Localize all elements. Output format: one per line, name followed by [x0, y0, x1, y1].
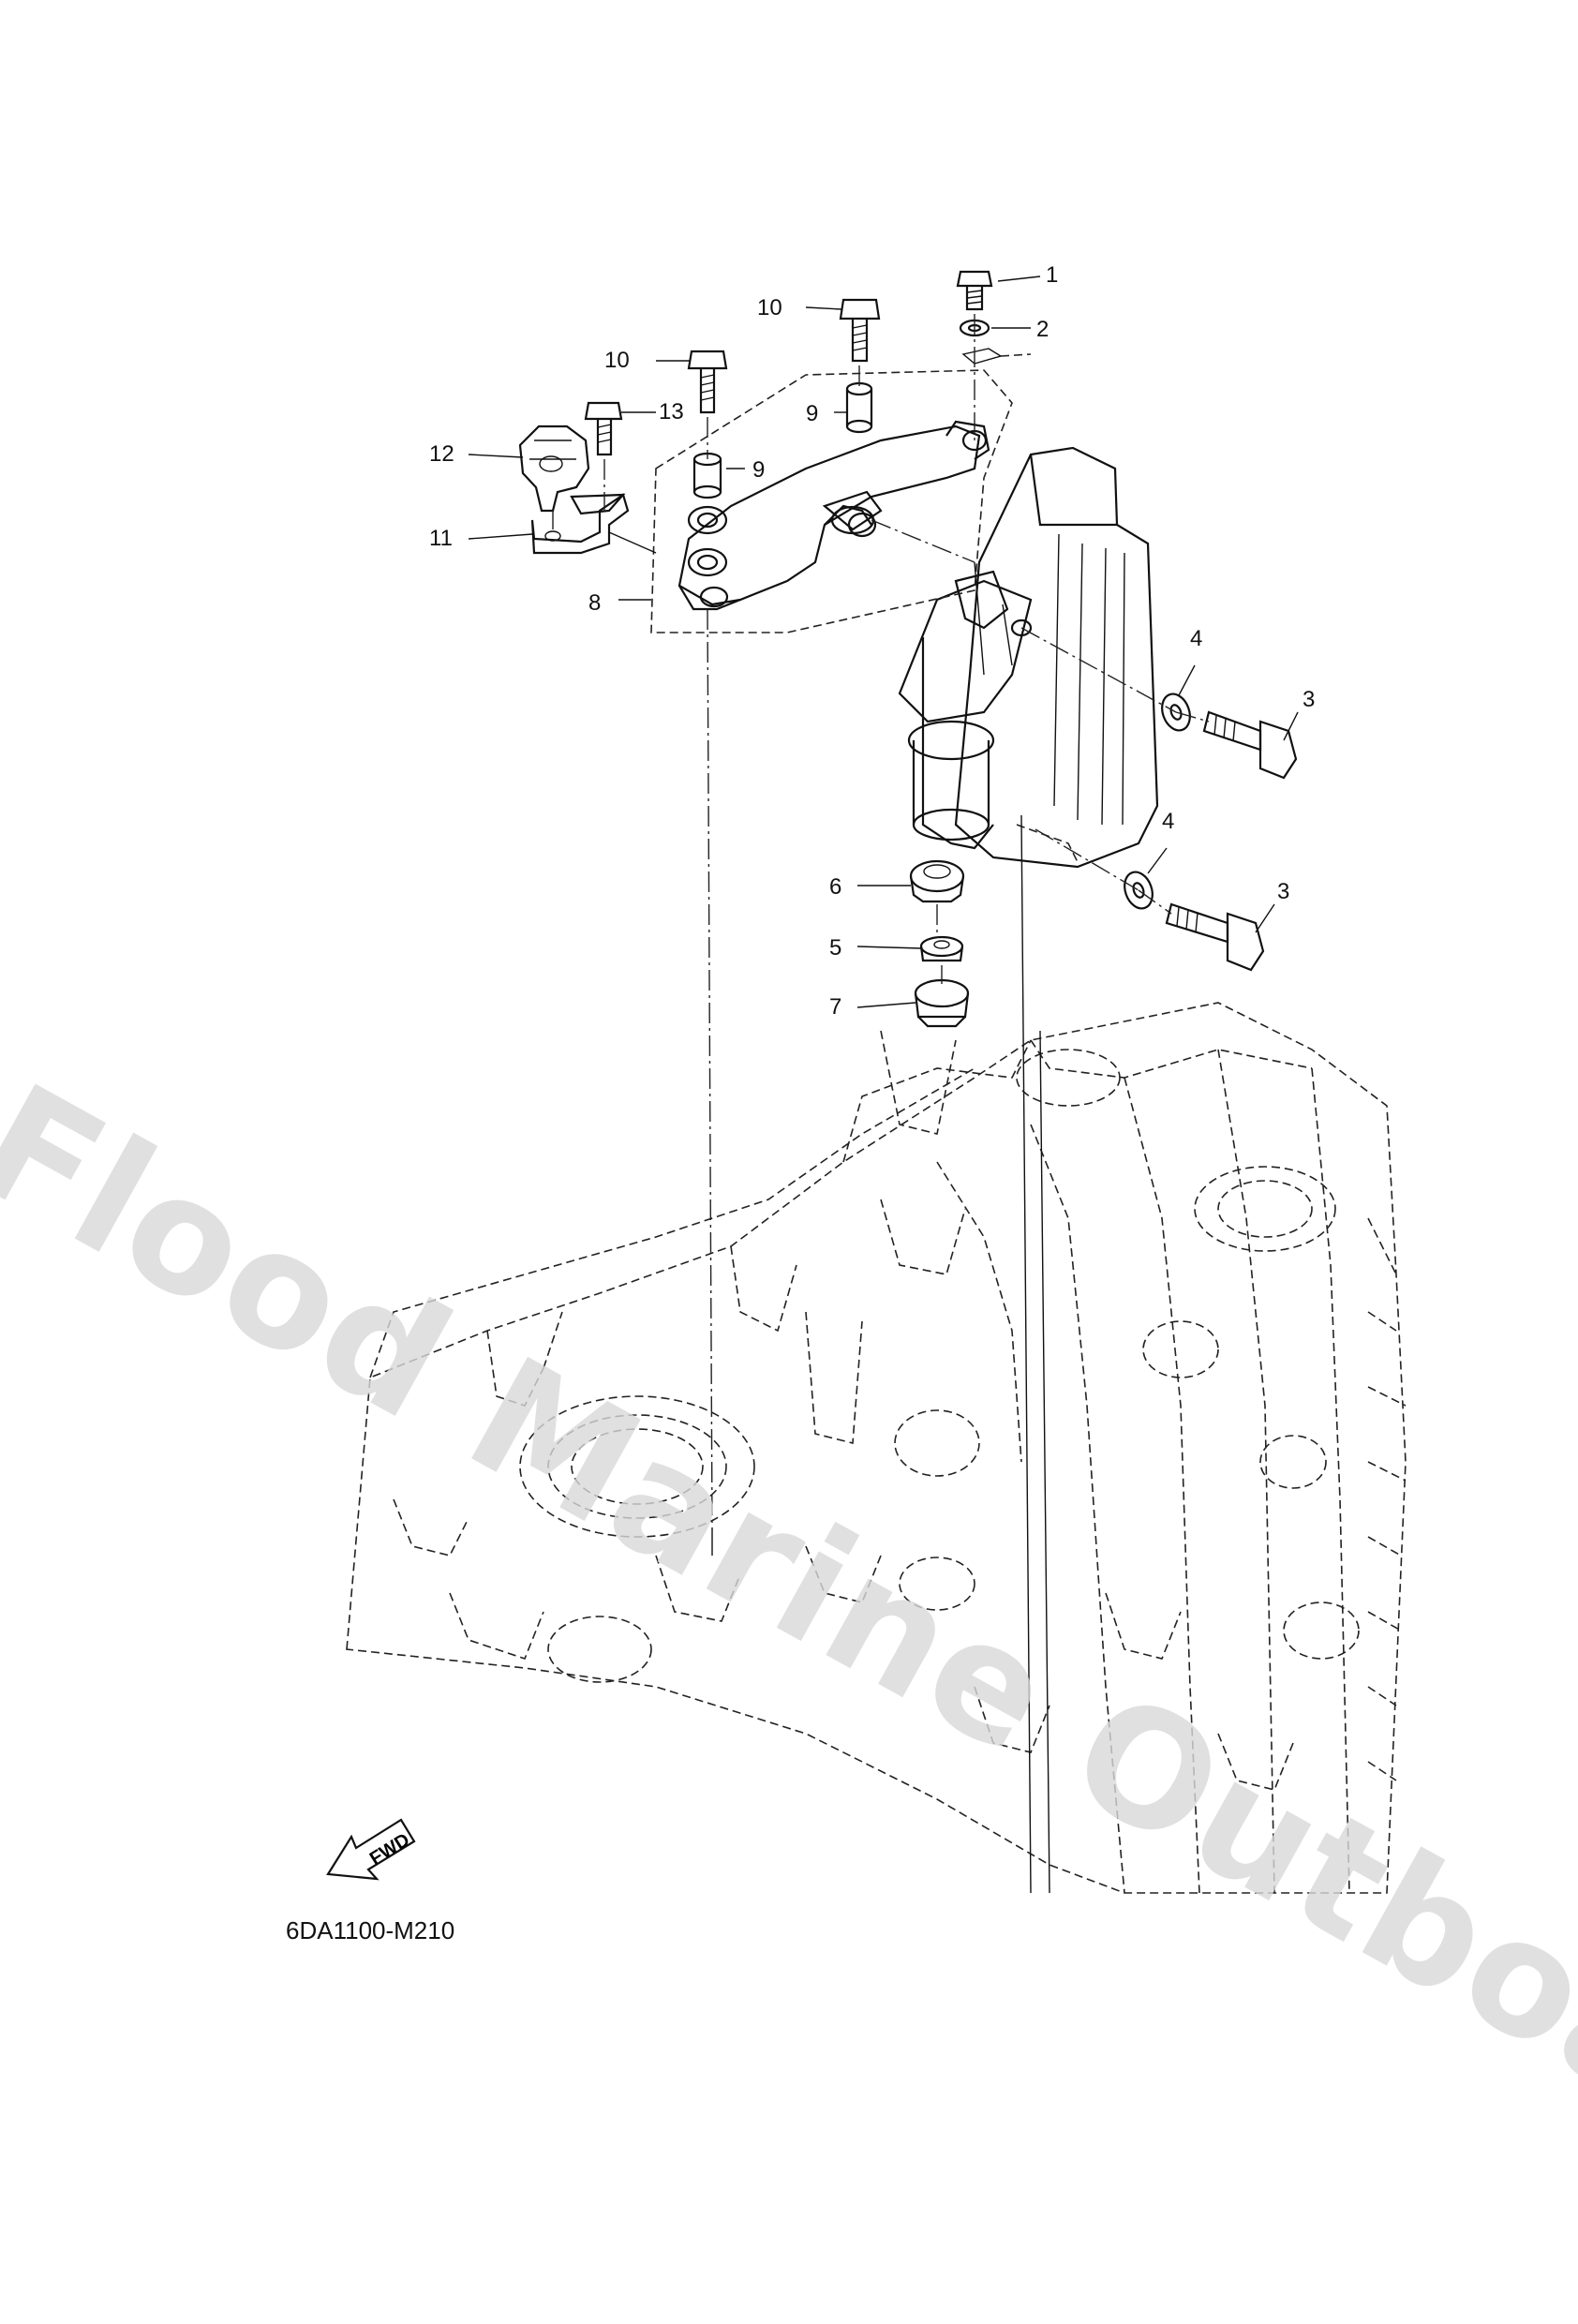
callout-5: 5	[829, 935, 842, 961]
callout-12: 12	[429, 441, 454, 467]
callout-6: 6	[829, 874, 842, 900]
bolt-13	[584, 401, 623, 456]
bolt-1	[956, 270, 993, 311]
callout-9-lower: 9	[752, 457, 766, 483]
callout-3-lower: 3	[1277, 879, 1290, 904]
callout-9-upper: 9	[806, 401, 819, 426]
terminal-lug	[961, 348, 1032, 365]
washer-4-lower	[1124, 871, 1154, 910]
diagram-code: 6DA1100-M210	[286, 1916, 455, 1944]
washer-4-upper	[1161, 693, 1191, 732]
callout-4-upper: 4	[1190, 626, 1203, 651]
plate-11	[530, 493, 657, 555]
cap-6	[909, 859, 965, 903]
bolt-3-upper	[1202, 710, 1298, 780]
callout-11: 11	[429, 526, 453, 551]
clamp-12	[518, 425, 590, 513]
callout-3-upper: 3	[1303, 687, 1316, 712]
engine-block	[346, 1002, 1407, 1894]
leader-lines	[468, 276, 1299, 1008]
guide-lines	[552, 314, 1210, 1894]
bolt-3-lower	[1165, 902, 1265, 972]
nut-5	[919, 935, 964, 962]
collar-9-upper	[845, 381, 873, 434]
boot-7	[914, 978, 970, 1028]
bolt-10-lower	[687, 350, 728, 414]
bolt-10-upper	[839, 298, 881, 363]
callout-7: 7	[829, 994, 842, 1020]
callout-8: 8	[588, 590, 602, 616]
collar-9-lower	[692, 452, 722, 499]
starter-motor	[898, 446, 1159, 869]
fwd-arrow-icon: FWD	[326, 1818, 416, 1881]
callout-10-upper: 10	[757, 295, 782, 320]
callout-4-lower: 4	[1162, 809, 1175, 834]
callout-10-lower: 10	[604, 348, 630, 373]
callout-2: 2	[1036, 317, 1050, 342]
callout-1: 1	[1046, 262, 1059, 288]
callout-13: 13	[659, 399, 684, 425]
